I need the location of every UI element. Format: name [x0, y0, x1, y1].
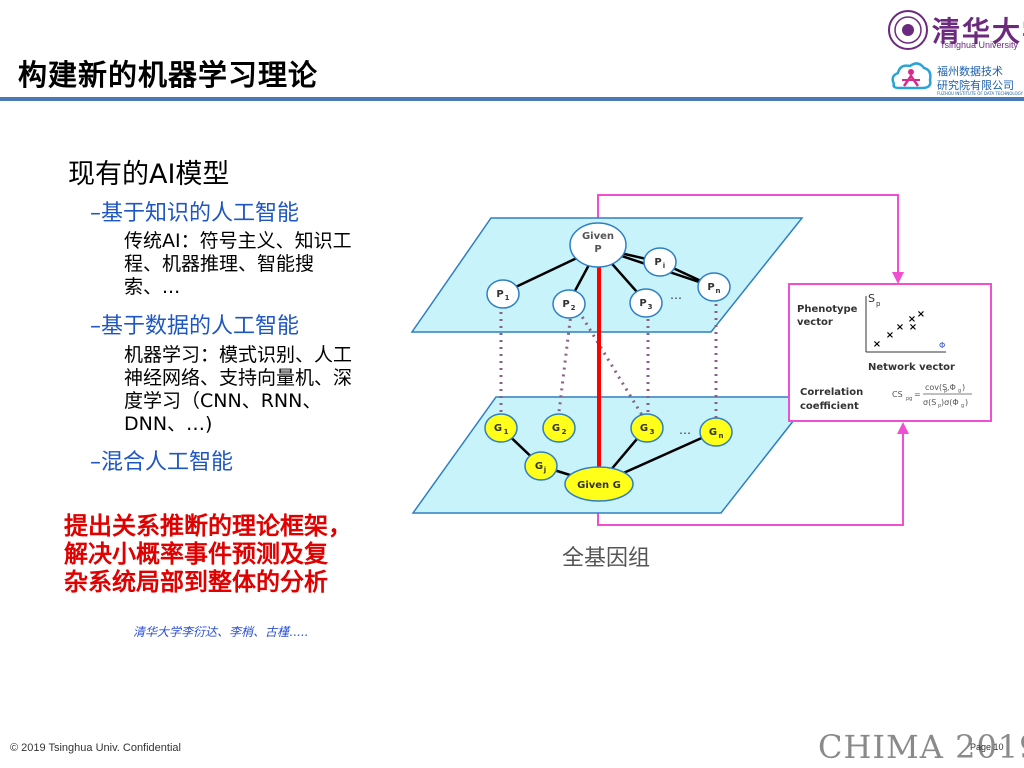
correlation-formula: CS pg = cov(S p ,Φ g ) σ(S p )σ(Φ g ) [892, 383, 972, 409]
svg-text:n: n [716, 287, 721, 295]
highlight-statement: 提出关系推断的理论框架， 解决小概率事件预测及复 杂系统局部到整体的分析 [64, 512, 352, 596]
svg-text:S: S [868, 292, 875, 305]
svg-text:p: p [944, 388, 947, 394]
bullet-data-ai: –基于数据的人工智能 [90, 314, 300, 339]
svg-text:cov(S: cov(S [925, 383, 947, 392]
node-gn: G n [699, 417, 733, 447]
genome-caption: 全基因组 [562, 546, 650, 571]
correlation-label: Correlation [800, 387, 863, 398]
node-pn: P n [697, 272, 731, 302]
arrowhead-up [897, 422, 909, 434]
fuzhou-institute-logo [891, 62, 932, 90]
svg-text:2: 2 [571, 304, 576, 312]
network-vector-label: Network vector [868, 362, 955, 373]
svg-text:×: × [873, 339, 881, 350]
node-pi: P i [643, 247, 677, 277]
svg-text:coefficient: coefficient [800, 401, 859, 412]
svg-text:3: 3 [648, 303, 653, 311]
svg-text:×: × [909, 322, 917, 333]
feedback-arrow-bottom [597, 428, 904, 526]
svg-text:σ(S: σ(S [923, 398, 936, 407]
node-given-p: Given P [569, 222, 627, 268]
svg-text:g: g [961, 403, 964, 409]
svg-text:i: i [663, 262, 665, 270]
svg-text:g: g [958, 388, 961, 394]
svg-text:P: P [562, 299, 569, 310]
arrowhead-down [892, 272, 904, 284]
svg-text:P: P [594, 244, 601, 255]
bottom-ellipsis: … [679, 423, 691, 437]
svg-text:p: p [938, 403, 941, 409]
citation: 清华大学李衍达、李梢、古槿..... [133, 625, 309, 639]
svg-text:G: G [552, 423, 560, 434]
svg-text:): ) [962, 383, 965, 392]
svg-text:1: 1 [504, 428, 509, 436]
copyright-notice: © 2019 Tsinghua Univ. Confidential [10, 742, 181, 754]
svg-text:×: × [896, 322, 904, 333]
scatter-points: × × × × × × [873, 309, 925, 350]
node-gj: G j [524, 451, 558, 481]
tsinghua-seal-logo [888, 10, 928, 50]
tsinghua-logo-chinese: 清华大学 [932, 15, 1024, 48]
svg-text:Φ: Φ [939, 341, 945, 350]
svg-text:n: n [719, 432, 724, 440]
svg-text:=: = [914, 390, 921, 399]
node-given-g: Given G [564, 466, 634, 502]
tsinghua-logo-english: Tsinghua University [940, 40, 1019, 50]
node-g3: G 3 [630, 413, 664, 443]
svg-text:CS: CS [892, 390, 903, 399]
conference-watermark: CHIMA 2019 [818, 728, 1024, 766]
node-p1: P 1 [486, 279, 520, 309]
svg-text:G: G [709, 427, 717, 438]
svg-text:×: × [908, 314, 916, 325]
node-g2: G 2 [542, 413, 576, 443]
section-heading: 现有的AI模型 [68, 159, 230, 190]
svg-text:): ) [965, 398, 968, 407]
institute-name-line2: 研究院有限公司 [937, 79, 1014, 92]
institute-name-line1: 福州数据技术 [937, 65, 1003, 78]
svg-text:G: G [535, 461, 543, 472]
svg-text:×: × [886, 330, 894, 341]
top-ellipsis: … [670, 288, 682, 302]
svg-text:Given: Given [582, 231, 614, 242]
svg-text:vector: vector [797, 317, 833, 328]
bullet-knowledge-ai: –基于知识的人工智能 [90, 201, 300, 226]
bullet-hybrid-ai: –混合人工智能 [90, 450, 234, 475]
node-g1: G 1 [484, 413, 518, 443]
svg-text:)σ(Φ: )σ(Φ [941, 398, 959, 407]
node-p3: P 3 [629, 288, 663, 318]
svg-text:1: 1 [505, 294, 510, 302]
slide-title: 构建新的机器学习理论 [18, 58, 319, 92]
svg-text:p: p [876, 300, 881, 308]
bullet-data-ai-desc: 机器学习：模式识别、人工 神经网络、支持向量机、深 度学习（CNN、RNN、 D… [124, 344, 353, 435]
svg-text:,Φ: ,Φ [947, 383, 956, 392]
feedback-arrow-top [597, 194, 899, 278]
svg-text:P: P [654, 257, 661, 268]
svg-text:3: 3 [650, 428, 655, 436]
svg-text:×: × [917, 309, 925, 320]
title-divider [0, 97, 1024, 101]
bullet-knowledge-ai-desc: 传统AI：符号主义、知识工 程、机器推理、智能搜 索、... [124, 230, 352, 298]
svg-text:P: P [496, 289, 503, 300]
svg-text:P: P [639, 298, 646, 309]
phenotype-vector-label: Phenotype [797, 304, 858, 315]
institute-name-english: FUZHOU INSTITUTE OF DATA TECHNOLOGY [937, 91, 1023, 96]
svg-text:G: G [640, 423, 648, 434]
svg-text:j: j [543, 466, 546, 474]
page-number: Page 10 [970, 742, 1004, 752]
svg-text:pg: pg [906, 396, 912, 402]
svg-text:P: P [707, 282, 714, 293]
svg-text:G: G [494, 423, 502, 434]
svg-text:Given G: Given G [577, 480, 621, 491]
svg-text:2: 2 [562, 428, 567, 436]
node-p2: P 2 [552, 289, 586, 319]
